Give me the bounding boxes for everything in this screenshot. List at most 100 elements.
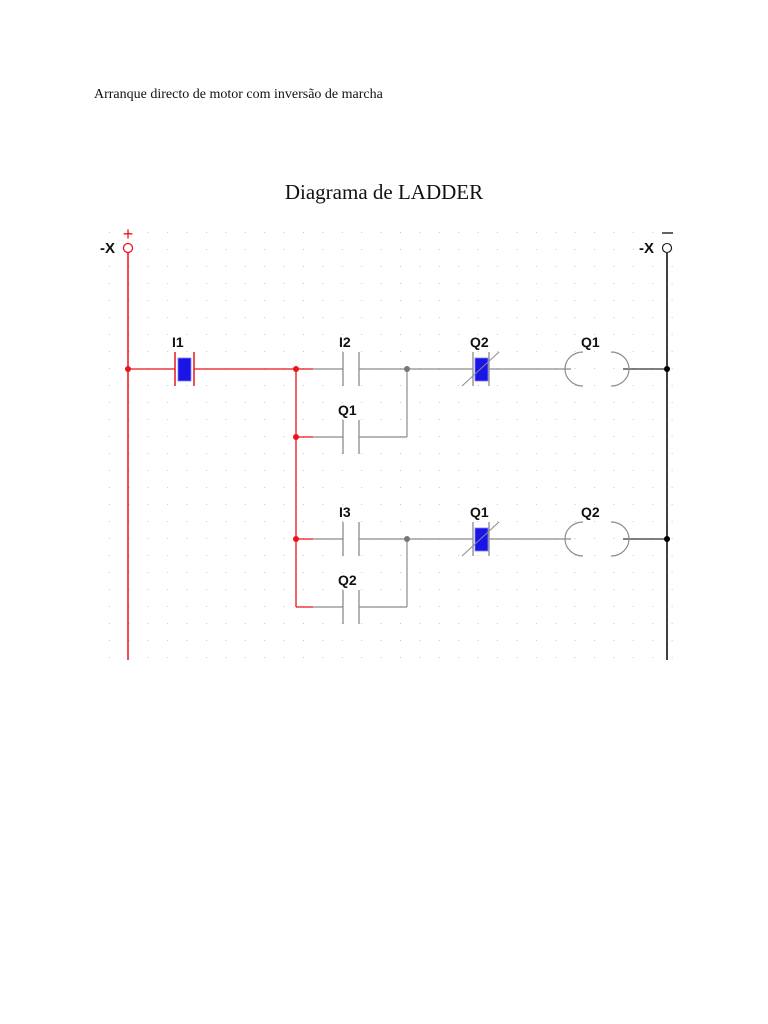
grid-dot (613, 606, 615, 607)
grid-dot (128, 606, 130, 607)
grid-dot (128, 589, 130, 590)
grid-dot (594, 640, 595, 641)
grid-dot (147, 419, 149, 420)
grid-dot (438, 419, 440, 420)
grid-dot (477, 266, 479, 267)
grid-dot (574, 266, 576, 267)
grid-dot (303, 249, 304, 250)
grid-dot (497, 487, 498, 488)
grid-dot (574, 623, 576, 624)
grid-dot (458, 521, 460, 522)
grid-dot (109, 487, 110, 488)
grid-dot (497, 436, 498, 437)
grid-dot (380, 504, 382, 505)
grid-dot (652, 385, 654, 386)
grid-dot (497, 249, 498, 250)
grid-dot (283, 266, 285, 267)
grid-dot (594, 504, 595, 505)
grid-dot (613, 249, 615, 250)
grid-dot (497, 521, 498, 522)
coil-Q1[interactable]: Q1 (564, 334, 630, 387)
grid-dot (516, 589, 518, 590)
grid-dot (438, 249, 440, 250)
grid-dot (167, 300, 169, 301)
grid-dot (283, 504, 285, 505)
grid-dot (632, 572, 634, 573)
grid-dot (361, 487, 363, 488)
grid-dot (555, 436, 557, 437)
grid-dot (361, 589, 363, 590)
grid-dot (458, 470, 460, 471)
grid-dot (613, 283, 615, 284)
right-terminal-icon[interactable] (661, 242, 673, 254)
grid-dot (341, 249, 343, 250)
grid-dot (264, 232, 266, 233)
grid-dot (225, 419, 227, 420)
grid-dot (264, 623, 266, 624)
grid-dot (535, 317, 537, 318)
grid-dot (555, 334, 557, 335)
grid-dot (186, 249, 188, 250)
grid-dot (264, 470, 266, 471)
grid-dot (167, 487, 169, 488)
grid-dot (380, 232, 382, 233)
grid-dot (303, 351, 304, 352)
contact-I2[interactable]: I2 (339, 334, 360, 386)
coil-Q2[interactable]: Q2 (564, 504, 630, 557)
grid-dot (206, 623, 207, 624)
contact-I3[interactable]: I3 (339, 504, 360, 556)
grid-dot (225, 300, 227, 301)
grid-dot (477, 334, 479, 335)
contact-Q1-seal[interactable]: Q1 (338, 402, 360, 454)
grid-dot (613, 300, 615, 301)
grid-dot (477, 555, 479, 556)
grid-dot (225, 504, 227, 505)
grid-dot (594, 606, 595, 607)
grid-dot (438, 283, 440, 284)
grid-dot (109, 453, 110, 454)
contact-Q1-nc[interactable]: Q1 (461, 504, 500, 557)
grid-dot (206, 402, 207, 403)
grid-dot (244, 453, 246, 454)
grid-dot (535, 640, 537, 641)
grid-dot (264, 657, 266, 658)
grid-dot (109, 317, 110, 318)
grid-dot (361, 300, 363, 301)
grid-dot (438, 436, 440, 437)
grid-dot (264, 589, 266, 590)
grid-dot (147, 453, 149, 454)
grid-dot (400, 657, 401, 658)
grid-dot (400, 249, 401, 250)
contact-Q2-seal[interactable]: Q2 (338, 572, 360, 624)
grid-dot (419, 419, 421, 420)
grid-dot (225, 555, 227, 556)
contact-I1[interactable]: I1 (172, 334, 195, 386)
grid-dot (186, 385, 188, 386)
grid-dot (380, 521, 382, 522)
grid-dot (652, 402, 654, 403)
grid-dot (264, 538, 266, 539)
grid-dot (303, 487, 304, 488)
grid-dot (632, 402, 634, 403)
grid-dot (206, 436, 207, 437)
grid-dot (244, 317, 246, 318)
grid-dot (303, 640, 304, 641)
grid-dot (400, 623, 401, 624)
left-terminal-icon[interactable] (122, 242, 134, 254)
grid-dot (652, 453, 654, 454)
contact-Q2-nc[interactable]: Q2 (461, 334, 500, 387)
grid-dot (419, 317, 421, 318)
contact-active-fill (474, 357, 489, 382)
grid-dot (303, 266, 304, 267)
grid-dot (516, 266, 518, 267)
grid-dot (652, 317, 654, 318)
grid-dot (322, 232, 324, 233)
grid-dot (671, 589, 673, 590)
grid-dot (361, 266, 363, 267)
grid-dot (186, 555, 188, 556)
grid-dot (128, 334, 130, 335)
contact-label: I3 (339, 504, 351, 520)
grid-dot (594, 283, 595, 284)
grid-dot (535, 657, 537, 658)
grid-dot (632, 521, 634, 522)
